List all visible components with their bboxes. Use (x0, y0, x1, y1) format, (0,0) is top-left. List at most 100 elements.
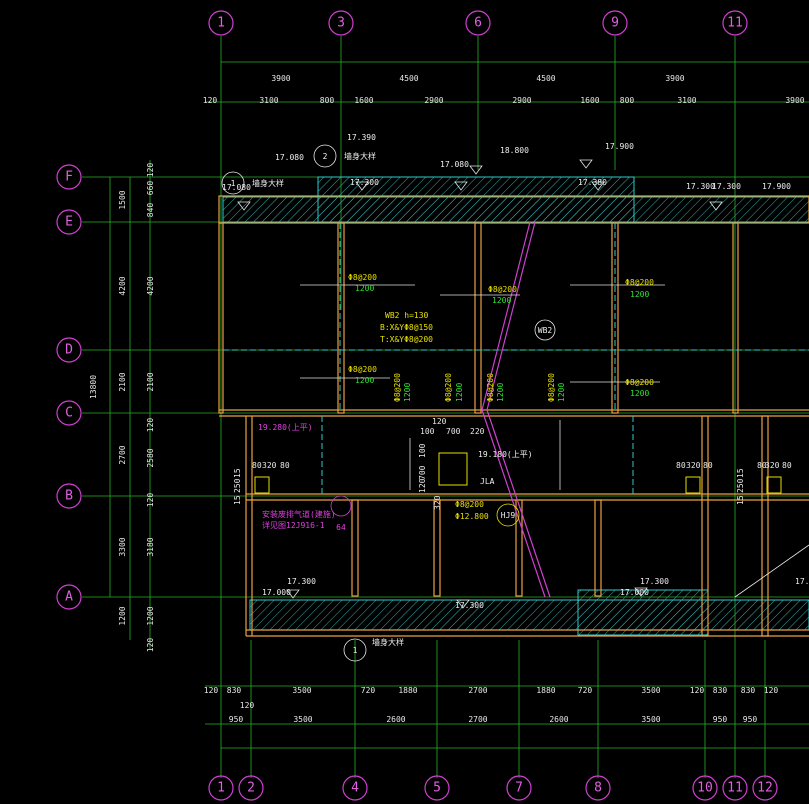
level-text: 18.800 (500, 146, 529, 155)
axis-label: D (65, 343, 73, 358)
axis-bubble[interactable]: B (56, 483, 82, 509)
axis-bubble[interactable]: 11 (722, 10, 748, 36)
axis-bubble[interactable]: 12 (752, 775, 778, 801)
level-text: 17.080 (222, 183, 251, 192)
rebar-label: Φ8@200 (625, 278, 654, 287)
magenta-note: 19.280(上平) (258, 423, 313, 432)
rebar-label: Φ8@200 (488, 285, 517, 294)
dim-text: 700 (446, 427, 461, 436)
axis-bubble[interactable]: F (56, 164, 82, 190)
dim-text: 2100 (146, 372, 155, 391)
slab-tag: WB2 (538, 326, 553, 335)
wall-detail-label: 墙身大样 (344, 151, 376, 161)
axis-bubble[interactable]: 11 (722, 775, 748, 801)
axis-label: E (65, 215, 73, 230)
magenta-note: 19.180(上平) (478, 450, 533, 459)
axis-label: 6 (474, 16, 482, 31)
axis-bubble[interactable]: 1 (208, 775, 234, 801)
axis-bubble[interactable]: 3 (328, 10, 354, 36)
dim-text: 220 (470, 427, 485, 436)
axis-label: 9 (611, 16, 619, 31)
beam-tag: JLA (480, 477, 495, 486)
axis-bubble[interactable]: 10 (692, 775, 718, 801)
bottom-dimensions-row1: 120 830 3500 720 1880 2700 1880 720 3500… (204, 686, 779, 710)
dim-text: 80 (252, 461, 262, 470)
level-text: 17.000 (620, 588, 649, 597)
dim-text: 1500 (118, 190, 127, 209)
dim-text: 3300 (118, 537, 127, 556)
axis-label: 11 (727, 16, 743, 31)
dim-text: 1880 (398, 686, 417, 695)
rebar-label: Φ8@200 (486, 373, 495, 402)
rebar-length: 1200 (557, 383, 566, 402)
level-text: 17.080 (275, 153, 304, 162)
walls (218, 195, 809, 637)
dim-text: 250 (736, 478, 745, 493)
axis-label: 3 (337, 16, 345, 31)
dim-text: 1600 (354, 96, 373, 105)
rebar-length: 1200 (403, 383, 412, 402)
axis-bubble[interactable]: 1 (208, 10, 234, 36)
detail-marker-number: 1 (231, 179, 236, 188)
dim-text: 950 (713, 715, 728, 724)
level-text: 17.390 (347, 133, 376, 142)
dim-text: 830 (227, 686, 242, 695)
bottom-dimensions-row2: 950 3500 2600 2700 2600 3500 950 950 (229, 715, 758, 724)
dim-text: 320 (686, 461, 701, 470)
level-text: 17.900 (762, 182, 791, 191)
dim-text: 120 (146, 638, 155, 653)
top-dimensions-row2: 120 3100 800 1600 2900 2900 1600 800 310… (203, 96, 805, 105)
dim-text: 1200 (118, 606, 127, 625)
axis-bubble[interactable]: E (56, 209, 82, 235)
slab-note-line: WB2 h=130 (385, 311, 429, 320)
dim-text: 2600 (386, 715, 405, 724)
axis-label: B (65, 489, 73, 504)
dim-text: 4200 (146, 276, 155, 295)
wall-detail-label: 墙身大样 (252, 178, 284, 188)
axis-bubble[interactable]: 8 (585, 775, 611, 801)
axis-bubble[interactable]: C (56, 400, 82, 426)
dim-text: 3900 (271, 74, 290, 83)
axis-bubble[interactable]: 4 (342, 775, 368, 801)
axis-bubble[interactable]: 5 (424, 775, 450, 801)
level-text: 17.080 (440, 160, 469, 169)
axis-label: 4 (351, 781, 359, 796)
axis-bubble[interactable]: 9 (602, 10, 628, 36)
rebar-length: 1200 (455, 383, 464, 402)
dim-text: 1600 (580, 96, 599, 105)
dashed-beam-lines (223, 223, 809, 494)
axis-label: F (65, 170, 73, 185)
axis-bubble[interactable]: A (56, 584, 82, 610)
wall-detail-label: 墙身大样 (372, 637, 404, 647)
level-text: 17.300 (640, 577, 669, 586)
axis-bubble[interactable]: 2 (238, 775, 264, 801)
axis-bubble[interactable]: 6 (465, 10, 491, 36)
axis-label: 2 (247, 781, 255, 796)
top-dimensions-row1: 3900 4500 4500 3900 (271, 74, 684, 83)
slab-note-line: B:X&YΦ8@150 (380, 323, 433, 332)
dim-text: 3500 (641, 686, 660, 695)
dim-text: 15 (736, 468, 745, 478)
axis-bubble[interactable]: D (56, 337, 82, 363)
rebar-label: Φ8@200 (444, 373, 453, 402)
rebar-length: 1200 (496, 383, 505, 402)
slab-note-line: T:X&YΦ8@200 (380, 335, 433, 344)
axis-label: A (65, 590, 73, 605)
dim-text: 830 (713, 686, 728, 695)
axis-bubble[interactable]: 7 (506, 775, 532, 801)
dim-text: 320 (765, 461, 780, 470)
bottom-axis-bubbles: 1 2 4 5 7 8 10 11 12 (208, 775, 778, 801)
dim-text: 120 (203, 96, 218, 105)
axis-label: 8 (594, 781, 602, 796)
rebar-length: 1200 (492, 296, 511, 305)
dim-text: 120 (764, 686, 779, 695)
dim-text: 3180 (146, 537, 155, 556)
axis-label: C (65, 406, 73, 421)
level-text: 17.300 (455, 601, 484, 610)
dim-text: 15 (233, 495, 242, 505)
rebar-length: 1200 (630, 290, 649, 299)
dim-text: 800 (620, 96, 635, 105)
dim-text: 2580 (146, 448, 155, 467)
rebar-label: Φ8@200 (348, 365, 377, 374)
